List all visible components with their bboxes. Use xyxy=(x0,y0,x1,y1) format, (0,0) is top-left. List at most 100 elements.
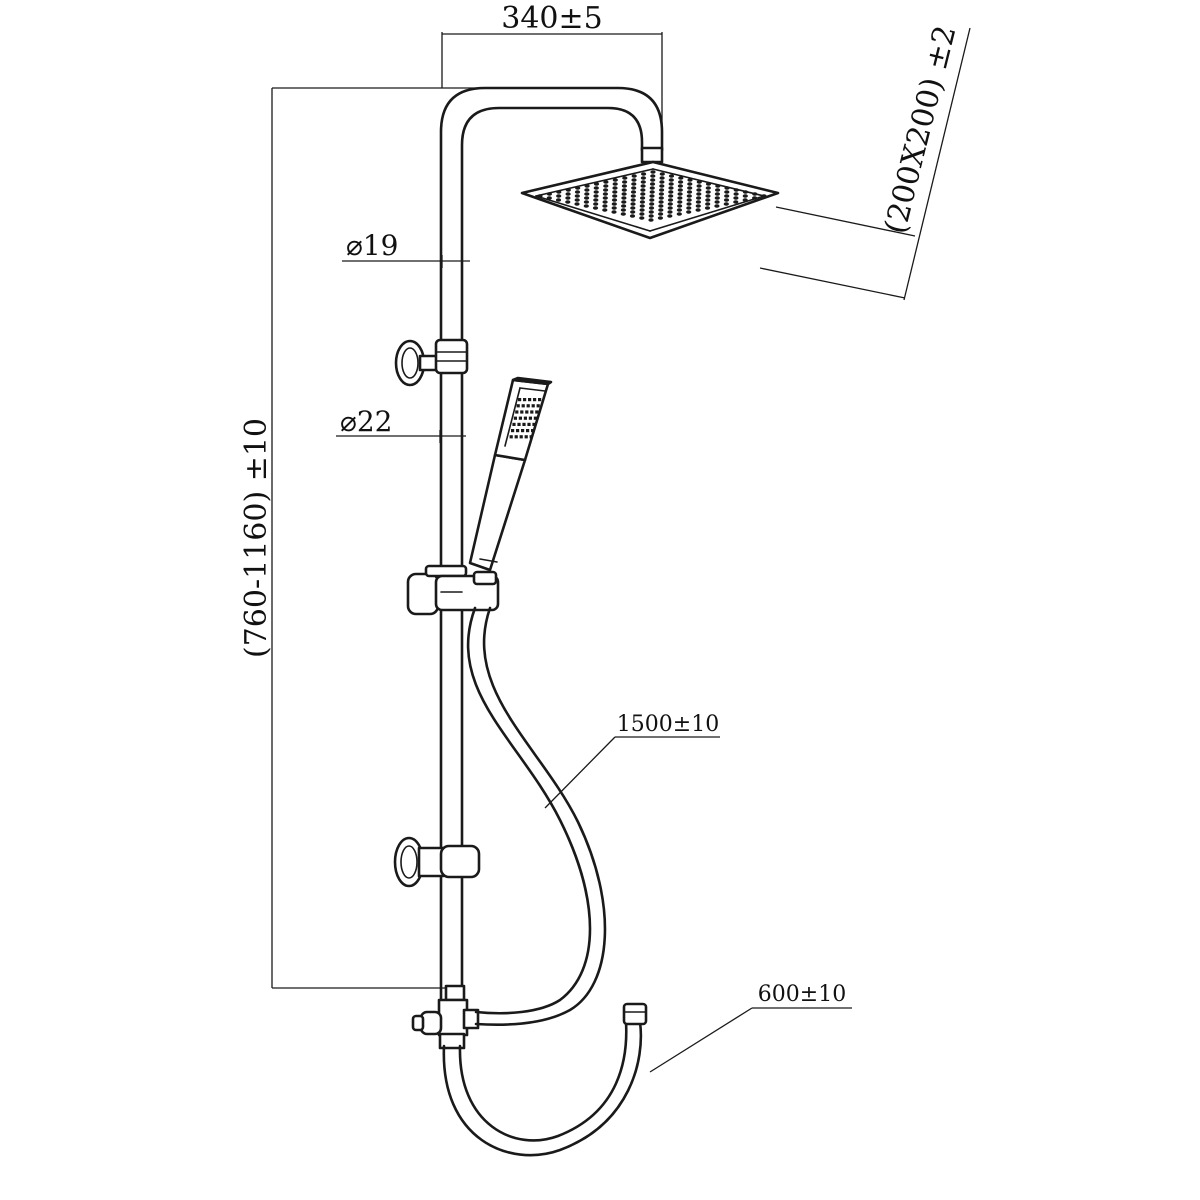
hand-nozzle-hole xyxy=(533,416,537,420)
hand-nozzle-hole xyxy=(529,435,533,439)
nozzle-hole xyxy=(752,196,758,200)
nozzle-hole xyxy=(650,174,656,178)
nozzle-hole xyxy=(640,180,646,184)
nozzle-hole xyxy=(555,198,562,202)
nozzle-hole xyxy=(592,206,599,210)
hand-nozzle-hole xyxy=(519,435,523,439)
nozzle-hole xyxy=(714,196,720,200)
nozzle-hole xyxy=(602,192,609,196)
nozzle-hole xyxy=(678,176,684,180)
arm-reach-dimension: 340±5 xyxy=(441,1,663,150)
nozzle-hole xyxy=(574,202,580,206)
nozzle-hole xyxy=(705,194,711,198)
hand-nozzle-hole xyxy=(516,429,520,433)
nozzle-hole xyxy=(733,192,739,196)
lower-wall-bracket xyxy=(393,836,481,888)
nozzle-hole xyxy=(686,194,692,198)
nozzle-hole xyxy=(639,216,645,220)
nozzle-hole xyxy=(742,190,749,194)
nozzle-hole xyxy=(723,198,730,202)
hand-nozzle-hole xyxy=(526,429,530,433)
nozzle-hole xyxy=(621,184,628,188)
overhead-shower-head xyxy=(520,146,780,240)
nozzle-hole xyxy=(611,206,617,210)
nozzle-hole xyxy=(686,198,692,202)
nozzle-hole xyxy=(611,210,617,214)
hand-nozzle-hole xyxy=(512,422,516,426)
hand-nozzle-hole xyxy=(521,429,525,433)
nozzle-hole xyxy=(696,188,702,192)
nozzle-hole xyxy=(584,184,590,188)
nozzle-hole xyxy=(742,198,748,202)
nozzle-hole xyxy=(593,190,599,194)
nozzle-hole xyxy=(668,194,674,198)
nozzle-hole xyxy=(659,184,665,188)
nozzle-hole xyxy=(556,194,562,198)
hand-nozzle-hole xyxy=(522,422,526,426)
nozzle-hole xyxy=(658,208,664,212)
nozzle-hole xyxy=(565,192,571,196)
hand-nozzle-hole xyxy=(536,404,540,408)
slide-holder xyxy=(406,564,500,616)
nozzle-hole xyxy=(733,188,739,192)
nozzle-hole xyxy=(658,196,664,200)
nozzle-hole xyxy=(593,186,599,190)
head-size-label: (200X200) ±2 xyxy=(878,22,964,237)
nozzle-hole xyxy=(668,186,674,190)
nozzle-hole xyxy=(686,210,692,214)
nozzle-hole xyxy=(686,190,693,194)
nozzle-hole xyxy=(677,184,684,188)
hand-nozzle-hole xyxy=(509,435,513,439)
nozzle-hole xyxy=(668,174,675,178)
nozzle-hole xyxy=(659,188,665,192)
nozzle-hole xyxy=(640,176,647,180)
nozzle-hole xyxy=(612,190,618,194)
nozzle-hole xyxy=(695,208,701,212)
nozzle-hole xyxy=(603,188,609,192)
nozzle-hole xyxy=(648,214,654,218)
nozzle-hole xyxy=(761,194,767,198)
hand-nozzle-hole xyxy=(527,422,531,426)
nozzle-hole xyxy=(593,198,599,202)
nozzle-hole xyxy=(565,196,571,200)
hand-nozzle-hole xyxy=(528,398,532,402)
nozzle-hole xyxy=(649,182,656,186)
nozzle-hole xyxy=(687,178,693,182)
nozzle-hole xyxy=(667,202,673,206)
nozzle-hole xyxy=(724,190,730,194)
nozzle-hole xyxy=(640,196,646,200)
hand-nozzle-hole xyxy=(538,398,542,402)
nozzle-hole xyxy=(612,194,618,198)
nozzle-hole xyxy=(696,192,702,196)
nozzle-hole xyxy=(733,196,739,200)
nozzle-hole xyxy=(649,198,655,202)
nozzle-hole xyxy=(696,184,702,188)
nozzle-hole xyxy=(621,196,627,200)
nozzle-hole xyxy=(631,182,637,186)
upper-wall-bracket xyxy=(394,338,469,387)
nozzle-hole xyxy=(686,202,692,206)
nozzle-hole xyxy=(648,206,655,210)
nozzle-hole xyxy=(658,200,664,204)
nozzle-hole xyxy=(686,206,692,210)
nozzle-hole xyxy=(657,216,664,220)
nozzle-hole xyxy=(583,204,589,208)
nozzle-hole xyxy=(630,198,636,202)
nozzle-hole xyxy=(649,202,655,206)
nozzle-hole xyxy=(715,188,721,192)
hand-nozzle-hole xyxy=(518,416,522,420)
hand-nozzle-hole xyxy=(531,429,535,433)
nozzle-grid xyxy=(537,170,767,222)
nozzle-hole xyxy=(630,190,637,194)
nozzle-hole xyxy=(603,180,609,184)
nozzle-hole xyxy=(574,198,580,202)
nozzle-hole xyxy=(584,192,590,196)
nozzle-hole xyxy=(658,212,664,216)
nozzle-hole xyxy=(668,190,674,194)
nozzle-hole xyxy=(546,192,553,196)
nozzle-hole xyxy=(668,178,674,182)
diameter-22-dimension: ⌀22 xyxy=(336,405,466,443)
nozzle-hole xyxy=(639,208,645,212)
inlet-hose-length-callout: 600±10 xyxy=(649,982,852,1073)
